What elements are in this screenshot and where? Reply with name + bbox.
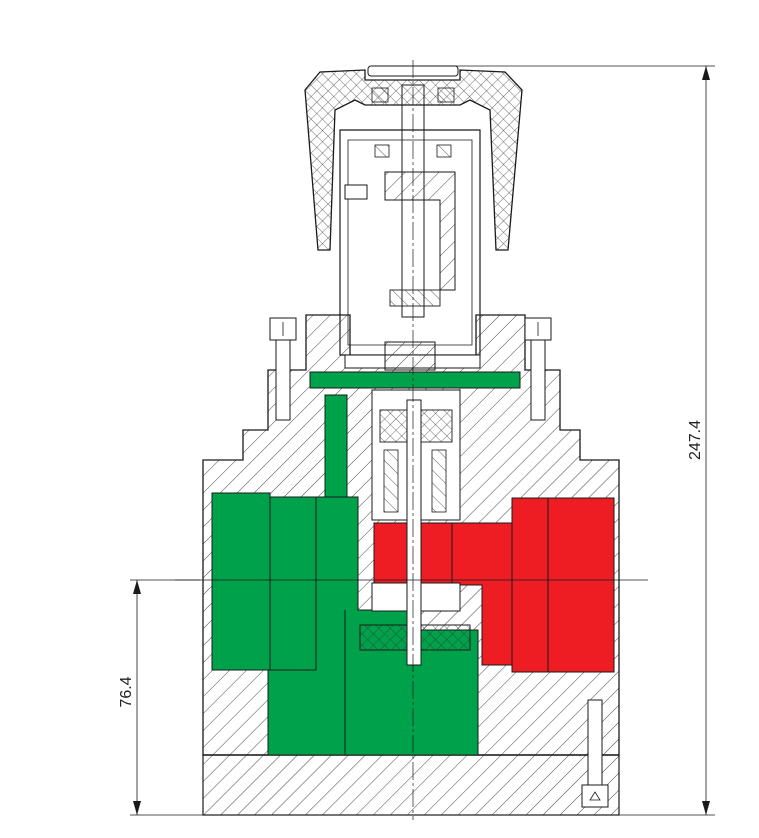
overall-height-dimension: 247.4 (455, 65, 715, 816)
base-bolt (581, 699, 609, 808)
base-block (202, 754, 620, 816)
left-bolt (269, 317, 297, 421)
centerlines (175, 60, 648, 820)
inlet-passage (211, 371, 521, 756)
port-height-dimension: 76.4 (118, 579, 203, 816)
overall-height-label: 247.4 (687, 420, 704, 460)
right-bolt (524, 317, 552, 421)
port-height-label: 76.4 (118, 676, 135, 707)
bonnet-housing (339, 129, 481, 371)
handknob (304, 65, 523, 251)
